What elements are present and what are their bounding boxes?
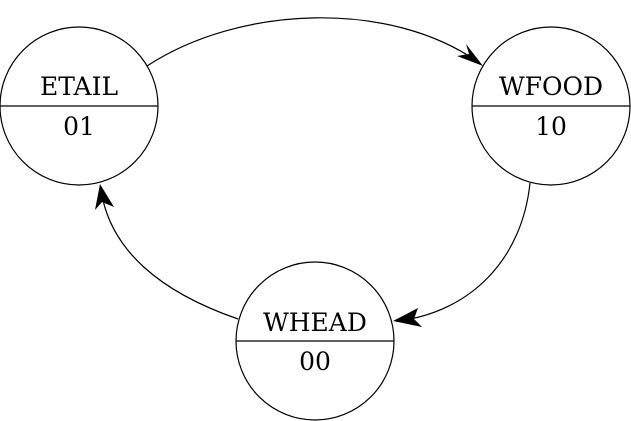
state-name: ETAIL	[40, 72, 118, 101]
transition-line	[397, 182, 531, 322]
state-wfood: WFOOD 10	[471, 26, 631, 186]
arrow-head	[95, 184, 114, 210]
state-code: 01	[63, 112, 95, 141]
arrow-head	[393, 308, 422, 327]
state-code: 00	[299, 347, 331, 376]
transition-wfood-to-whead	[393, 182, 531, 327]
transition-whead-to-etail	[95, 184, 239, 320]
transition-line	[146, 17, 479, 67]
state-whead: WHEAD 00	[235, 261, 395, 421]
transition-line	[100, 189, 239, 320]
transition-etail-to-wfood	[146, 17, 483, 67]
state-code: 10	[535, 112, 567, 141]
transitions	[95, 17, 531, 327]
state-name: WFOOD	[499, 72, 603, 101]
arrow-head	[457, 44, 483, 66]
state-name: WHEAD	[263, 308, 367, 337]
state-etail: ETAIL 01	[0, 26, 159, 186]
